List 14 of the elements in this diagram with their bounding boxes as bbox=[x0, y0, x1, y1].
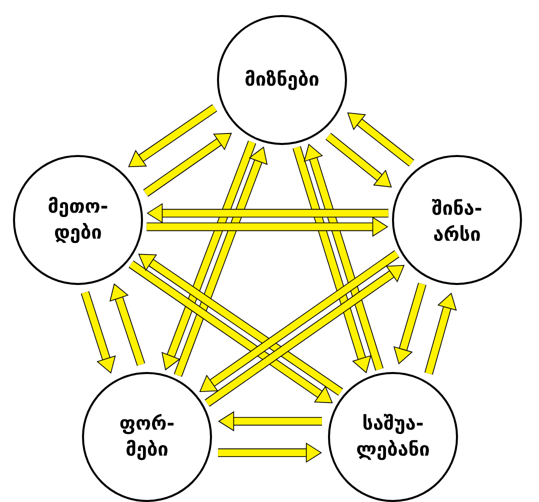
block-arrow bbox=[347, 112, 414, 166]
circle-node: საშუა- ლებანი bbox=[328, 372, 458, 502]
block-arrow bbox=[128, 260, 333, 404]
circle-node: შინა- არსი bbox=[392, 155, 522, 285]
block-arrow bbox=[138, 254, 344, 396]
block-arrow bbox=[128, 104, 218, 168]
block-arrow bbox=[304, 144, 384, 371]
block-arrow bbox=[162, 140, 256, 370]
circle-node: ფორ- მები bbox=[82, 372, 212, 502]
block-arrow bbox=[326, 132, 392, 188]
circle-node: მეთო- დები bbox=[13, 155, 143, 285]
block-arrow bbox=[424, 292, 457, 375]
circle-node: მიზნები bbox=[217, 15, 347, 145]
block-arrow bbox=[143, 132, 232, 197]
